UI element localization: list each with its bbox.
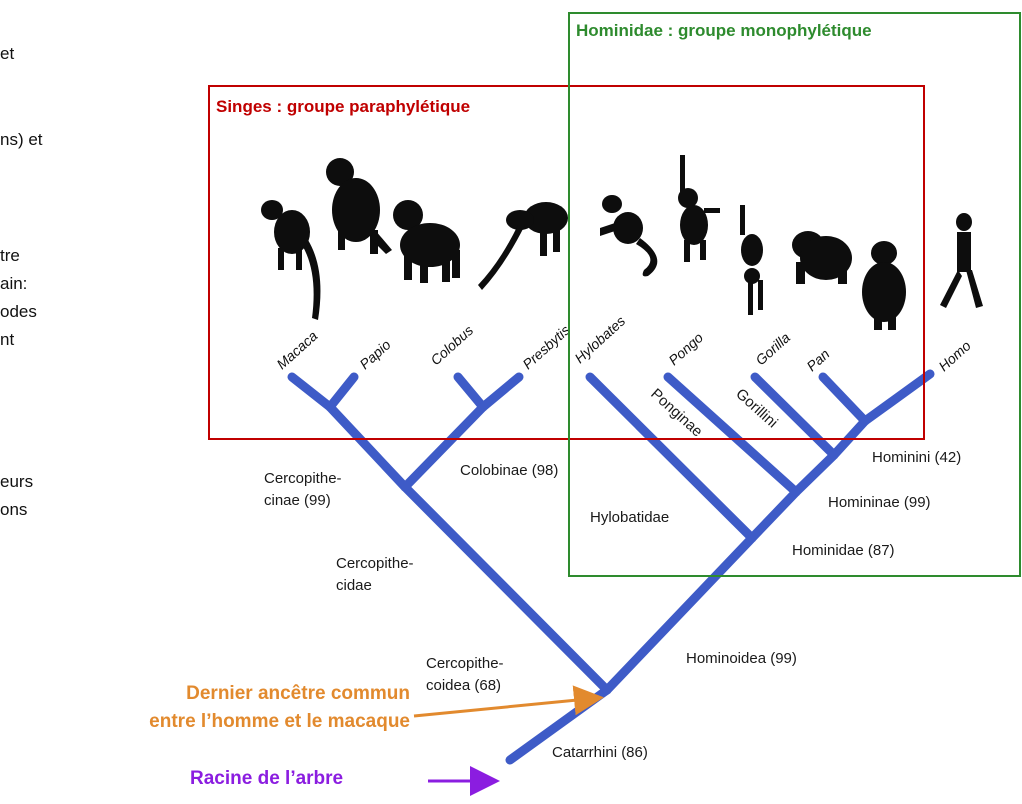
clade-label-colobinae: Colobinae (98) [460, 462, 558, 479]
clade-label-catarrhini: Catarrhini (86) [552, 744, 648, 761]
clade-label-hominoidea: Hominoidea (99) [686, 650, 797, 667]
ancestor-label-line-2: entre l’homme et le macaque [149, 708, 410, 736]
monophyletic-group-box [568, 12, 1021, 577]
clade-label-cercopithecinae: Cercopithe- [264, 470, 342, 487]
ancestor-label-line-1: Dernier ancêtre commun [149, 680, 410, 708]
clade-label-cercopithecidae: Cercopithe- [336, 555, 414, 572]
clade-label-cercopithecoidea: coidea (68) [426, 677, 501, 694]
clade-label-cercopithecoidea: Cercopithe- [426, 655, 504, 672]
paraphyletic-group-title: Singes : groupe paraphylétique [216, 97, 470, 117]
clade-label-cercopithecidae: cidae [336, 577, 372, 594]
last-common-ancestor-label: Dernier ancêtre commun entre l’homme et … [149, 680, 410, 736]
tree-root-label: Racine de l’arbre [190, 768, 343, 790]
clade-label-cercopithecinae: cinae (99) [264, 492, 331, 509]
monophyletic-group-title: Hominidae : groupe monophylétique [576, 21, 872, 41]
